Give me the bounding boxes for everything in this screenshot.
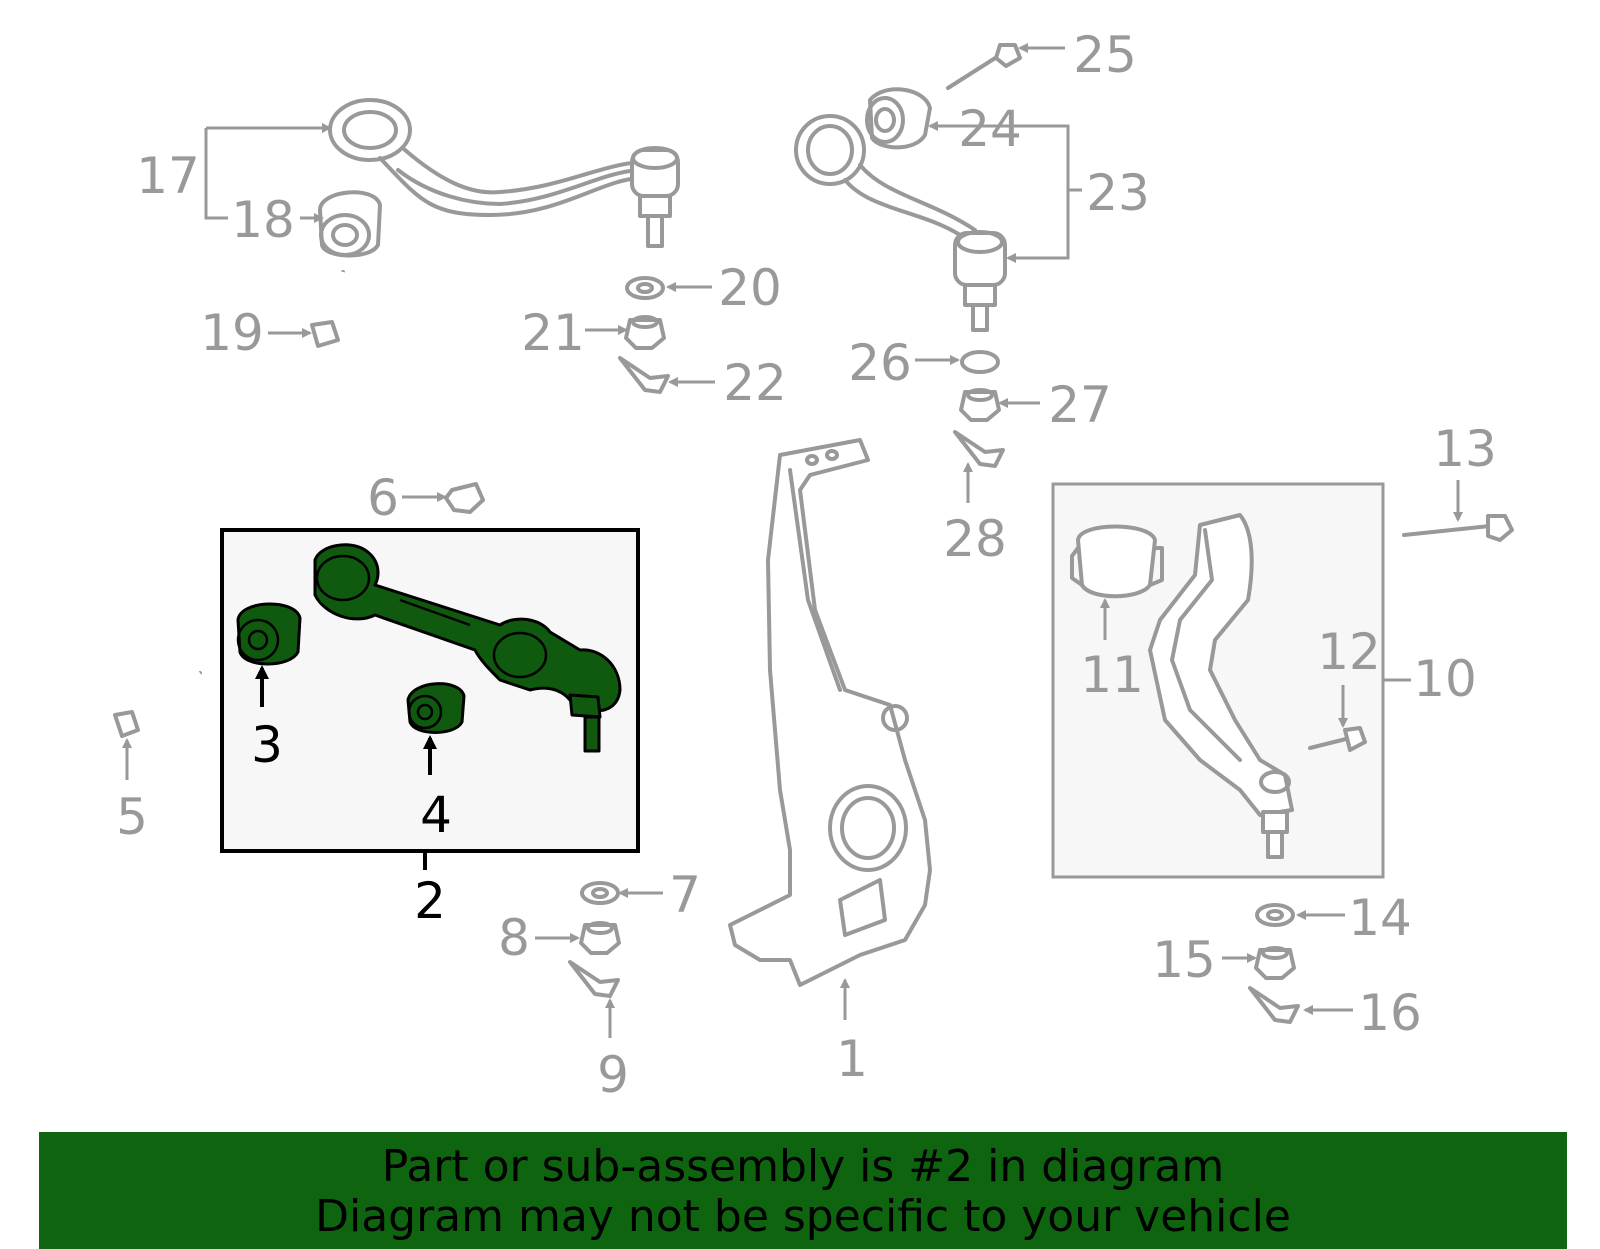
bolt-12[interactable]: [1308, 726, 1367, 752]
lower-control-arm-2[interactable]: [313, 543, 622, 753]
callout-9[interactable]: 9: [597, 1046, 629, 1104]
callout-14[interactable]: 14: [1348, 889, 1412, 947]
nut-8[interactable]: [579, 921, 621, 955]
callout-3[interactable]: 3: [251, 716, 283, 774]
callout-13[interactable]: 13: [1433, 420, 1497, 478]
notice-banner: Part or sub-assembly is #2 in diagram Di…: [39, 1132, 1567, 1249]
washer-20[interactable]: [625, 276, 665, 300]
washer-14[interactable]: [1255, 903, 1295, 927]
bushing-24[interactable]: [865, 87, 932, 150]
nut-15[interactable]: [1254, 946, 1296, 980]
callout-20[interactable]: 20: [718, 259, 782, 317]
callout-10[interactable]: 10: [1413, 650, 1477, 708]
steering-knuckle-1[interactable]: [728, 438, 932, 987]
callout-19[interactable]: 19: [200, 304, 264, 362]
bolt-5[interactable]: [113, 670, 202, 738]
cotter-pin-16[interactable]: [1248, 986, 1300, 1024]
callout-27[interactable]: 27: [1048, 376, 1112, 434]
callout-16[interactable]: 16: [1358, 984, 1422, 1042]
callout-12[interactable]: 12: [1317, 623, 1381, 681]
bolt-13[interactable]: [1402, 514, 1514, 542]
callout-17[interactable]: 17: [136, 147, 200, 205]
bushing-11[interactable]: [1070, 524, 1164, 599]
lower-arm-10[interactable]: [1148, 513, 1294, 859]
bolt-19[interactable]: [310, 270, 346, 348]
callout-26[interactable]: 26: [848, 334, 912, 392]
callout-24[interactable]: 24: [958, 100, 1022, 158]
callout-5[interactable]: 5: [116, 788, 148, 846]
callout-6[interactable]: 6: [367, 469, 399, 527]
leader-lines: [122, 43, 1463, 1038]
bushing-4[interactable]: [406, 682, 466, 734]
banner-line-2: Diagram may not be specific to your vehi…: [315, 1191, 1291, 1242]
cotter-pin-22[interactable]: [618, 356, 670, 394]
nut-6[interactable]: [444, 482, 485, 514]
callout-15[interactable]: 15: [1152, 931, 1216, 989]
cotter-pin-9[interactable]: [568, 960, 620, 998]
upper-control-arm-23[interactable]: [794, 114, 1007, 332]
bushing-3[interactable]: [236, 602, 302, 666]
washer-7[interactable]: [580, 881, 620, 905]
callout-1[interactable]: 1: [836, 1030, 868, 1088]
exploded-parts-diagram: 1234567891011121314151617181920212223242…: [113, 26, 1514, 1104]
callout-11[interactable]: 11: [1080, 646, 1144, 704]
callout-18[interactable]: 18: [231, 191, 295, 249]
callout-28[interactable]: 28: [943, 510, 1007, 568]
bolt-25[interactable]: [946, 43, 1022, 90]
callout-25[interactable]: 25: [1073, 26, 1137, 84]
banner-line-1: Part or sub-assembly is #2 in diagram: [381, 1141, 1225, 1192]
nut-21[interactable]: [624, 315, 666, 350]
cotter-pin-28[interactable]: [953, 430, 1005, 468]
callout-2[interactable]: 2: [414, 872, 446, 930]
callout-22[interactable]: 22: [723, 354, 787, 412]
bushing-18[interactable]: [318, 190, 382, 258]
callout-21[interactable]: 21: [521, 304, 585, 362]
callout-23[interactable]: 23: [1086, 164, 1150, 222]
upper-control-arm-17[interactable]: [328, 98, 680, 248]
nut-27[interactable]: [959, 388, 1001, 422]
callout-7[interactable]: 7: [669, 866, 701, 924]
callout-8[interactable]: 8: [498, 909, 530, 967]
washer-26[interactable]: [960, 350, 1000, 374]
callout-4[interactable]: 4: [420, 786, 452, 844]
